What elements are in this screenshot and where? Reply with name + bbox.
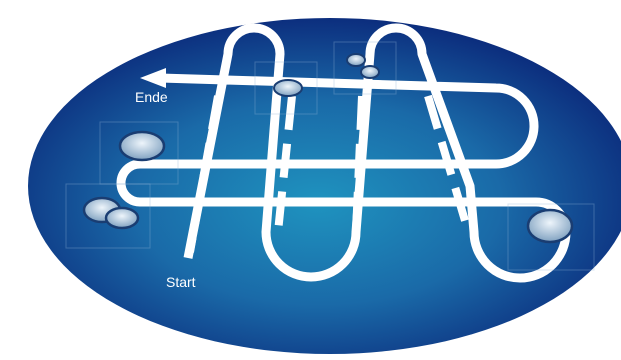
ring-marker-icon xyxy=(254,61,318,115)
arena-ellipse xyxy=(28,18,621,354)
track-dash-mid-right xyxy=(352,95,366,233)
ring-marker-icon xyxy=(333,41,397,95)
track-dash-mid-left xyxy=(274,95,296,233)
ring-marker-icon xyxy=(507,203,595,271)
track-dash-right xyxy=(424,94,470,226)
end-label: Ende xyxy=(135,89,168,105)
track-path xyxy=(116,23,571,283)
start-label: Start xyxy=(166,274,196,290)
ring-marker-icon xyxy=(65,183,151,249)
track-dash-left xyxy=(186,95,222,253)
arrow-left-icon xyxy=(140,68,166,88)
ring-marker-icon xyxy=(99,121,179,185)
